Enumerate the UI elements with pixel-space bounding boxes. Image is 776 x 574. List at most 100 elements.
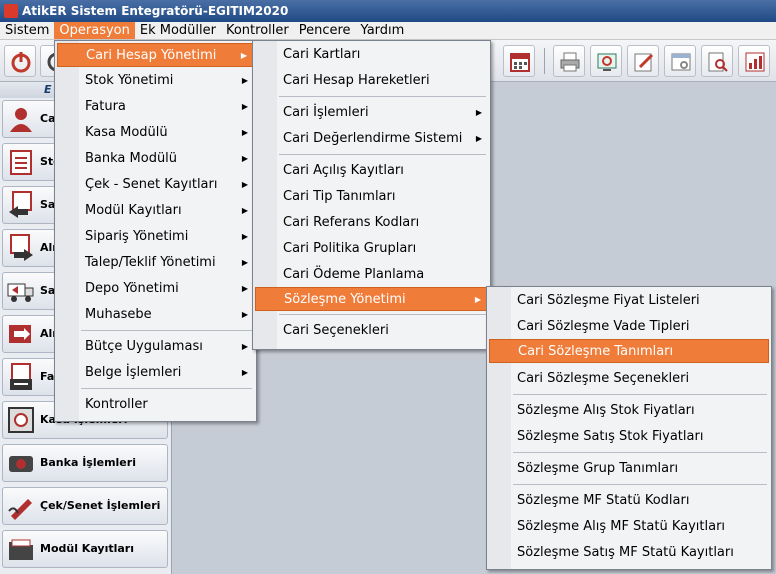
menu-item-cari-odeme-planlama[interactable]: Cari Ödeme Planlama xyxy=(255,263,488,287)
menu-item-muhasebe[interactable]: Muhasebe▶ xyxy=(57,303,254,327)
settings-window-button[interactable] xyxy=(664,45,696,77)
invoice-exchange-icon xyxy=(10,363,32,390)
menu-item-label: Cari Seçenekleri xyxy=(283,323,389,338)
menu-item-butce-uygulamasi[interactable]: Bütçe Uygulaması ▶ xyxy=(57,335,254,359)
menu-item-banka-modulu[interactable]: Banka Modülü▶ xyxy=(57,147,254,171)
cari-hesap-submenu: Cari Kartları Cari Hesap Hareketleri Car… xyxy=(252,40,491,350)
menu-bar: Sistem Operasyon Ek Modüller Kontroller … xyxy=(0,22,776,40)
menu-yardim[interactable]: Yardım xyxy=(360,23,405,38)
menu-pencere[interactable]: Pencere xyxy=(298,23,351,38)
menu-item-belge-islemleri[interactable]: Belge İşlemleri▶ xyxy=(57,361,254,385)
safe-icon xyxy=(8,407,34,433)
printer-button[interactable] xyxy=(553,45,585,77)
menu-item-label: Sözleşme Satış MF Statü Kayıtları xyxy=(517,545,734,560)
menu-item-cari-secenekleri[interactable]: Cari Seçenekleri xyxy=(255,319,488,343)
menu-item-label: Fatura xyxy=(85,99,126,114)
menu-item-depo-yonetimi[interactable]: Depo Yönetimi▶ xyxy=(57,277,254,301)
menu-item-sozlesme-alis-stok-fiyatlari[interactable]: Sözleşme Alış Stok Fiyatları xyxy=(489,399,769,423)
menu-item-label: Cari Sözleşme Seçenekleri xyxy=(517,371,690,386)
menu-item-sozlesme-yonetimi[interactable]: Sözleşme Yönetimi ▶ xyxy=(255,287,488,311)
menu-item-cari-islemleri[interactable]: Cari İşlemleri ▶ xyxy=(255,101,488,125)
chart-report-icon xyxy=(745,52,765,72)
sync-button[interactable] xyxy=(590,45,622,77)
menu-item-cari-politika-gruplari[interactable]: Cari Politika Grupları xyxy=(255,237,488,261)
calendar-icon xyxy=(510,53,530,72)
menu-item-sozlesme-alis-mf-statu-kayitlari[interactable]: Sözleşme Alış MF Statü Kayıtları xyxy=(489,515,769,539)
menu-item-label: Cari İşlemleri xyxy=(283,105,369,120)
power-button[interactable] xyxy=(4,45,36,77)
menu-item-cari-sozlesme-secenekleri[interactable]: Cari Sözleşme Seçenekleri xyxy=(489,367,769,391)
sozlesme-submenu: Cari Sözleşme Fiyat Listeleri Cari Sözle… xyxy=(486,286,772,570)
menu-item-cari-degerlendirme-sistemi[interactable]: Cari Değerlendirme Sistemi▶ xyxy=(255,127,488,151)
menu-item-talep-teklif-yonetimi[interactable]: Talep/Teklif Yönetimi▶ xyxy=(57,251,254,275)
menu-item-label: Sözleşme Alış MF Statü Kayıtları xyxy=(517,519,726,534)
menu-item-label: Talep/Teklif Yönetimi xyxy=(85,255,216,270)
submenu-arrow-icon: ▶ xyxy=(475,108,482,117)
menu-separator xyxy=(513,452,767,453)
panel-button-label: Banka İşlemleri xyxy=(40,456,136,469)
menu-item-kasa-modulu[interactable]: Kasa Modülü▶ xyxy=(57,121,254,145)
menu-item-cari-tip-tanimlari[interactable]: Cari Tip Tanımları xyxy=(255,185,488,209)
submenu-arrow-icon: ▶ xyxy=(474,295,481,304)
menu-item-cari-referans-kodlari[interactable]: Cari Referans Kodları xyxy=(255,211,488,235)
menu-kontroller[interactable]: Kontroller xyxy=(225,23,289,38)
stock-list-icon xyxy=(10,150,32,175)
menu-sistem[interactable]: Sistem xyxy=(5,23,50,38)
menu-item-label: Bütçe Uygulaması xyxy=(85,339,203,354)
menu-item-kontroller[interactable]: Kontroller xyxy=(57,393,254,417)
check-note-icon xyxy=(8,499,32,520)
menu-item-label: Sözleşme MF Statü Kodları xyxy=(517,493,690,508)
settings-window-icon xyxy=(671,53,691,71)
menu-item-label: Çek - Senet Kayıtları xyxy=(85,177,218,192)
app-icon xyxy=(4,4,18,18)
menu-item-cari-sozlesme-tanimlari[interactable]: Cari Sözleşme Tanımları xyxy=(489,339,769,363)
chart-report-button[interactable] xyxy=(738,45,770,77)
menu-item-label: Modül Kayıtları xyxy=(85,203,182,218)
menu-item-fatura[interactable]: Fatura ▶ xyxy=(57,95,254,119)
search-report-button[interactable] xyxy=(701,45,733,77)
menu-operasyon[interactable]: Operasyon xyxy=(54,22,135,39)
menu-item-cari-sozlesme-fiyat-listeleri[interactable]: Cari Sözleşme Fiyat Listeleri xyxy=(489,289,769,313)
menu-item-cari-hesap-hareketleri[interactable]: Cari Hesap Hareketleri xyxy=(255,69,488,93)
submenu-arrow-icon: ▶ xyxy=(241,76,248,85)
panel-button-banka[interactable]: Banka İşlemleri xyxy=(2,444,168,482)
submenu-arrow-icon: ▶ xyxy=(240,51,247,60)
menu-separator xyxy=(279,314,486,315)
menu-item-stok-yonetimi[interactable]: Stok Yönetimi▶ xyxy=(57,69,254,93)
menu-item-label: Kasa Modülü xyxy=(85,125,168,140)
menu-item-label: Cari Referans Kodları xyxy=(283,215,420,230)
menu-item-cari-hesap-yonetimi[interactable]: Cari Hesap Yönetimi▶ xyxy=(57,43,254,67)
submenu-arrow-icon: ▶ xyxy=(241,102,248,111)
menu-item-sozlesme-mf-statu-kodlari[interactable]: Sözleşme MF Statü Kodları xyxy=(489,489,769,513)
menu-separator xyxy=(279,154,486,155)
panel-button-label: Ca xyxy=(40,112,56,125)
menu-item-cari-sozlesme-vade-tipleri[interactable]: Cari Sözleşme Vade Tipleri xyxy=(489,315,769,339)
menu-item-cek-senet-kayitlari[interactable]: Çek - Senet Kayıtları▶ xyxy=(57,173,254,197)
menu-item-cari-kartlari[interactable]: Cari Kartları xyxy=(255,43,488,67)
menu-item-sozlesme-satis-stok-fiyatlari[interactable]: Sözleşme Satış Stok Fiyatları xyxy=(489,425,769,449)
title-bar: AtikER Sistem Entegratörü-EGITIM2020 xyxy=(0,0,776,22)
menu-item-cari-acilis-kayitlari[interactable]: Cari Açılış Kayıtları xyxy=(255,159,488,183)
edit-button[interactable] xyxy=(627,45,659,77)
menu-item-sozlesme-satis-mf-statu-kayitlari[interactable]: Sözleşme Satış MF Statü Kayıtları xyxy=(489,541,769,565)
user-icon xyxy=(10,108,32,132)
submenu-arrow-icon: ▶ xyxy=(241,232,248,241)
panel-button-cek-senet[interactable]: Çek/Senet İşlemleri xyxy=(2,487,168,525)
submenu-arrow-icon: ▶ xyxy=(241,342,248,351)
menu-gutter xyxy=(55,41,79,421)
menu-ek-moduller[interactable]: Ek Modüller xyxy=(139,23,216,38)
search-report-icon xyxy=(708,52,728,72)
edit-icon xyxy=(634,53,654,72)
power-icon xyxy=(11,52,31,73)
menu-item-sozlesme-grup-tanimlari[interactable]: Sözleşme Grup Tanımları xyxy=(489,457,769,481)
menu-item-label: Sözleşme Satış Stok Fiyatları xyxy=(517,429,704,444)
menu-item-modul-kayitlari[interactable]: Modül Kayıtları▶ xyxy=(57,199,254,223)
panel-button-modul-kayitlari[interactable]: Modül Kayıtları xyxy=(2,530,168,568)
menu-item-label: Sipariş Yönetimi xyxy=(85,229,189,244)
menu-item-siparis-yonetimi[interactable]: Sipariş Yönetimi ▶ xyxy=(57,225,254,249)
calendar-button[interactable] xyxy=(503,45,535,77)
menu-item-label: Sözleşme Yönetimi xyxy=(284,292,406,307)
menu-item-label: Cari Sözleşme Vade Tipleri xyxy=(517,319,690,334)
menu-separator xyxy=(81,330,252,331)
purchase-invoice-icon xyxy=(10,234,33,261)
